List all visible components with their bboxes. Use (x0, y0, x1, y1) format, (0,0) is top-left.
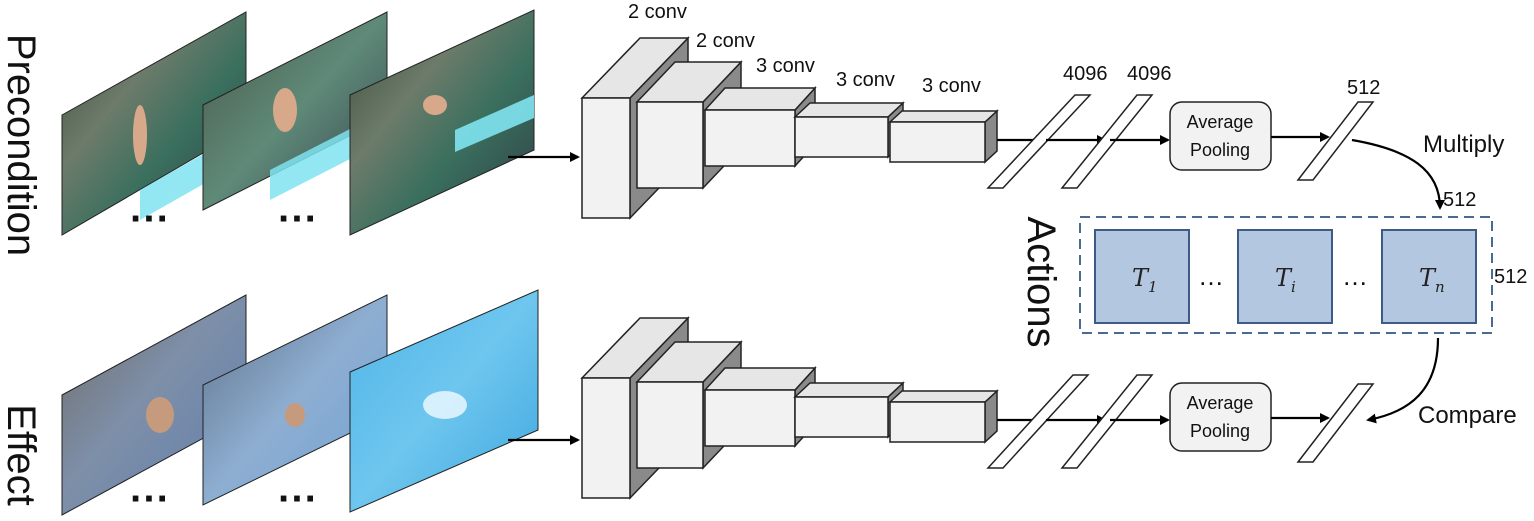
effect-frames: ··· ··· (61, 289, 539, 521)
conv-label-3: 3 conv (756, 55, 815, 77)
embed-dim-label: 512 (1347, 77, 1380, 99)
precondition-head: Average Pooling (986, 94, 1375, 189)
effect-embedding-layer (1296, 383, 1375, 463)
conv-label-2: 2 conv (696, 30, 755, 52)
precondition-label: Precondition (0, 34, 43, 256)
effect-conv-block-5 (888, 389, 999, 444)
pool-label-line1: Average (1187, 112, 1254, 132)
multiply-arrow (1351, 138, 1445, 210)
multiply-label: Multiply (1423, 131, 1504, 158)
transform-cell-n: Tn (1381, 229, 1477, 324)
fc-dim-label-1: 4096 (1063, 63, 1108, 85)
fc-dim-label-2: 4096 (1127, 63, 1172, 85)
pool-label-line2: Pooling (1190, 140, 1250, 160)
conv-block-4 (793, 101, 905, 159)
effect-pool-label-line1: Average (1187, 393, 1254, 413)
conv-label-1: 2 conv (628, 1, 687, 23)
effect-fc-layer-1 (986, 374, 1090, 469)
transform-cell-1: T1 (1094, 229, 1190, 324)
compare-arrow (1366, 337, 1440, 424)
frame-dots-1: ··· (130, 197, 170, 241)
compare-label: Compare (1418, 402, 1517, 429)
matrix-dim-label: 512 (1494, 266, 1527, 288)
precondition-cnn (580, 36, 999, 220)
frame-dots-3: ··· (130, 477, 170, 521)
effect-label: Effect (0, 404, 43, 506)
conv-label-4: 3 conv (836, 69, 895, 91)
conv-block-5 (888, 109, 999, 164)
ellipsis-2: … (1342, 261, 1368, 291)
actions-label: Actions (1019, 216, 1063, 347)
effect-conv-block-4 (793, 381, 905, 439)
transform-label-1: T1 (1132, 264, 1158, 296)
precondition-frame-3 (349, 9, 535, 236)
effect-frame-2 (202, 294, 388, 506)
frame-dots-2: ··· (278, 197, 318, 241)
actions-dashed-box (1079, 216, 1493, 334)
transform-label-i: Ti (1275, 264, 1296, 296)
effect-frame-3 (349, 289, 539, 513)
effect-cnn (580, 316, 999, 500)
effect-head: Average Pooling (986, 374, 1375, 469)
transform-label-n: Tn (1419, 264, 1445, 296)
ellipsis-1: … (1198, 261, 1224, 291)
embedding-layer (1296, 101, 1375, 181)
fc-layer-1 (986, 94, 1092, 189)
fc-layer-2 (1060, 94, 1154, 189)
effect-pool-label-line2: Pooling (1190, 421, 1250, 441)
transform-cell-i: Ti (1237, 229, 1333, 324)
effect-fc-layer-2 (1060, 374, 1154, 469)
conv-label-5: 3 conv (922, 75, 981, 97)
frame-dots-4: ··· (278, 477, 318, 521)
multiply-dim-label: 512 (1443, 189, 1476, 211)
precondition-frames: ··· ··· (61, 9, 535, 241)
